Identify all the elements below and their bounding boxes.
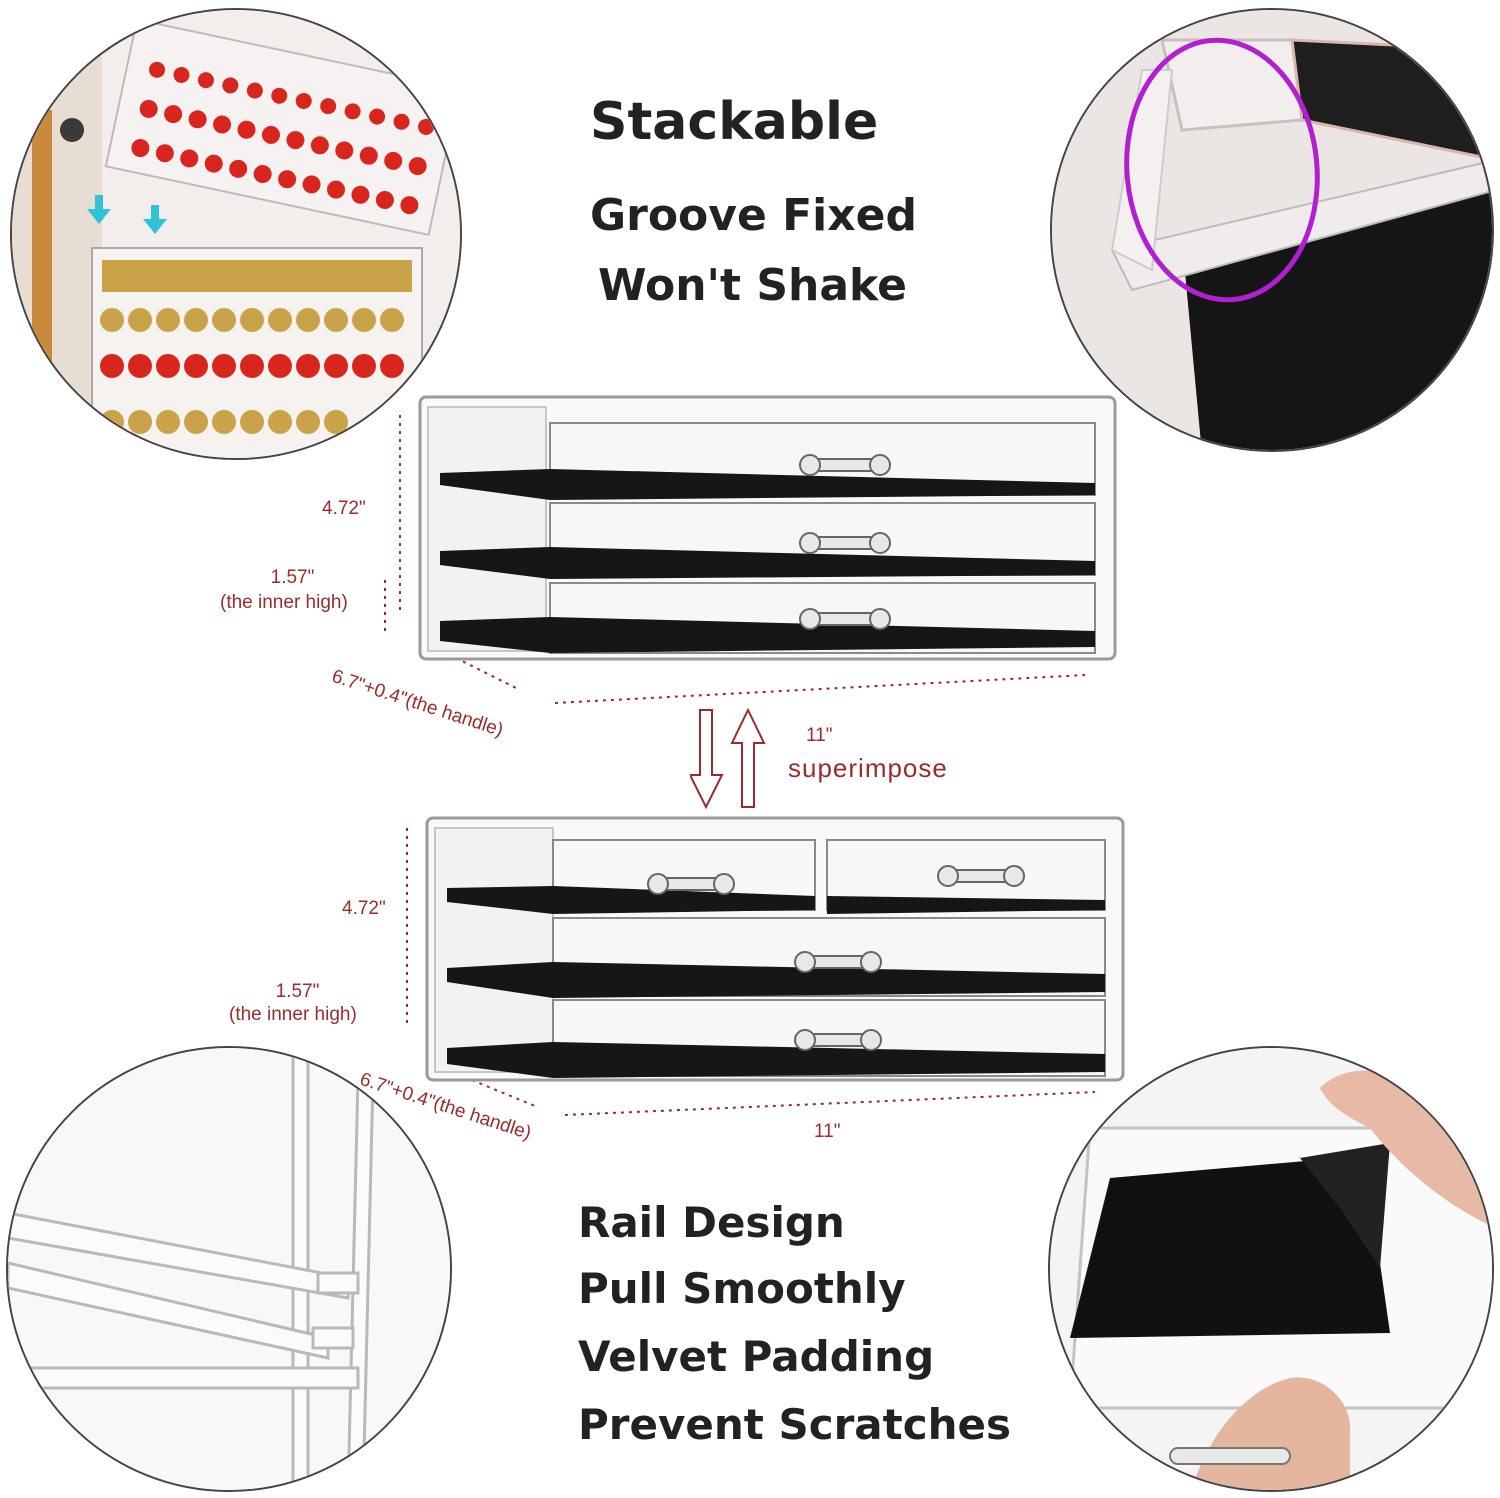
velvet-padding-text: Velvet Padding: [578, 1332, 935, 1381]
rail-closeup-photo: [8, 1048, 450, 1490]
down-arrow-icon: [87, 195, 167, 234]
top-organizer-drawing: [384, 395, 1117, 704]
top-inner-high-value: 1.57": [270, 567, 315, 588]
top-width-label: 11": [806, 725, 833, 746]
superimpose-arrows-icon: [690, 707, 766, 810]
bottom-organizer-drawing: [406, 816, 1125, 1116]
groove-closeup-photo: [1052, 10, 1492, 450]
groove-fixed-heading: Groove Fixed: [590, 190, 917, 241]
rail-closeup-circle: [6, 1046, 452, 1492]
bottom-height-label: 4.72": [342, 898, 386, 919]
highlight-ring: [1124, 37, 1320, 303]
stackable-heading: Stackable: [590, 92, 879, 152]
stacking-photo-circle: [10, 8, 462, 460]
top-inner-high-note: (the inner high): [220, 592, 348, 613]
velvet-closeup-circle: [1048, 1046, 1494, 1492]
wont-shake-heading: Won't Shake: [598, 260, 907, 311]
pull-smoothly-text: Pull Smoothly: [578, 1264, 906, 1313]
top-height-label: 4.72": [322, 498, 366, 519]
rail-design-text: Rail Design: [578, 1198, 845, 1247]
superimpose-label: superimpose: [788, 753, 948, 783]
bottom-inner-high-note: (the inner high): [229, 1004, 357, 1025]
bottom-width-label: 11": [814, 1121, 841, 1142]
groove-closeup-circle: [1050, 8, 1494, 452]
prevent-scratches-text: Prevent Scratches: [578, 1400, 1012, 1449]
bottom-inner-high-value: 1.57": [275, 981, 320, 1002]
velvet-closeup-photo: [1050, 1048, 1492, 1490]
stacking-photo: [12, 10, 460, 458]
